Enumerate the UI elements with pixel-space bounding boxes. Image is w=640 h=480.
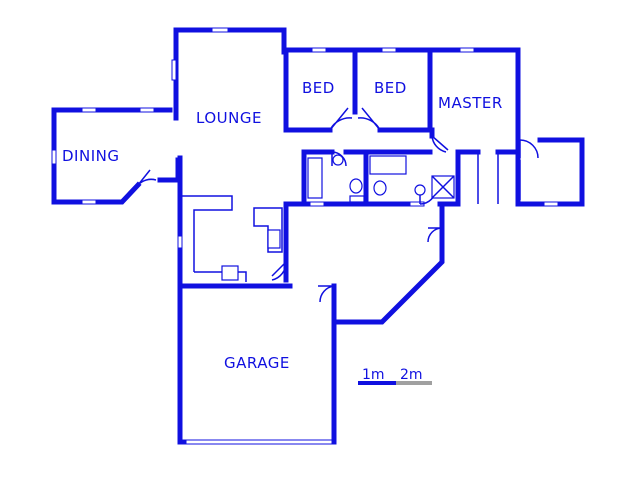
window bbox=[177, 235, 183, 249]
passage-east-wall bbox=[331, 202, 445, 325]
scale-label-2m: 2m bbox=[400, 367, 423, 383]
room-label-master: MASTER bbox=[438, 94, 503, 112]
window bbox=[139, 107, 155, 113]
window bbox=[51, 149, 57, 165]
scale-bar: 1m 2m bbox=[358, 367, 432, 385]
window bbox=[381, 47, 397, 53]
room-label-dining: DINING bbox=[62, 147, 119, 165]
window bbox=[459, 47, 475, 53]
kitchen bbox=[180, 195, 283, 282]
bedrooms-north-wall bbox=[281, 47, 521, 153]
window bbox=[311, 47, 327, 53]
room-label-bed-1: BED bbox=[302, 79, 335, 97]
closet-opening bbox=[477, 152, 499, 204]
basin-icon bbox=[332, 154, 344, 166]
doors bbox=[137, 107, 539, 303]
toilet-icon bbox=[373, 180, 387, 196]
door-swing bbox=[431, 135, 449, 153]
room-labels: LOUNGE BED BED MASTER DINING GARAGE bbox=[62, 79, 503, 372]
door-swing bbox=[137, 169, 157, 186]
kitchen-counter-west bbox=[180, 195, 233, 272]
kitchen-counter-south bbox=[194, 271, 247, 282]
door-swing bbox=[329, 107, 353, 131]
sink-icon bbox=[267, 229, 281, 249]
basin-icon bbox=[414, 184, 426, 196]
toilet-icon bbox=[349, 178, 363, 194]
door-swing bbox=[357, 107, 381, 131]
bathtub-icon bbox=[307, 157, 323, 199]
door-swing bbox=[519, 139, 539, 159]
window bbox=[171, 59, 177, 81]
shower-icon bbox=[431, 175, 455, 199]
window bbox=[81, 199, 97, 205]
scale-label-1m: 1m bbox=[362, 367, 385, 383]
basin-icon bbox=[349, 195, 365, 203]
door-swing bbox=[427, 227, 443, 243]
scale-segment-light bbox=[396, 381, 432, 385]
stove-icon bbox=[221, 265, 239, 281]
garage-door bbox=[185, 439, 333, 445]
dining-east-stub bbox=[157, 157, 181, 183]
window bbox=[211, 27, 229, 33]
ensuite-east-wall bbox=[437, 149, 461, 207]
bathtub-icon bbox=[369, 155, 407, 175]
walls bbox=[51, 27, 585, 445]
room-label-garage: GARAGE bbox=[224, 354, 290, 372]
kitchen-counter-east bbox=[253, 207, 283, 253]
door-swing bbox=[318, 285, 335, 303]
bed1-west-wall bbox=[283, 47, 333, 133]
door-swing bbox=[271, 261, 287, 281]
windows bbox=[51, 27, 559, 445]
window bbox=[543, 201, 559, 207]
window bbox=[309, 201, 325, 207]
bathroom-fixtures bbox=[307, 154, 455, 203]
scale-segment-dark bbox=[358, 381, 396, 385]
room-label-lounge: LOUNGE bbox=[196, 109, 262, 127]
annex-walls bbox=[517, 137, 585, 207]
lounge-north-wall bbox=[173, 27, 287, 121]
room-label-bed-2: BED bbox=[374, 79, 407, 97]
window bbox=[81, 107, 97, 113]
